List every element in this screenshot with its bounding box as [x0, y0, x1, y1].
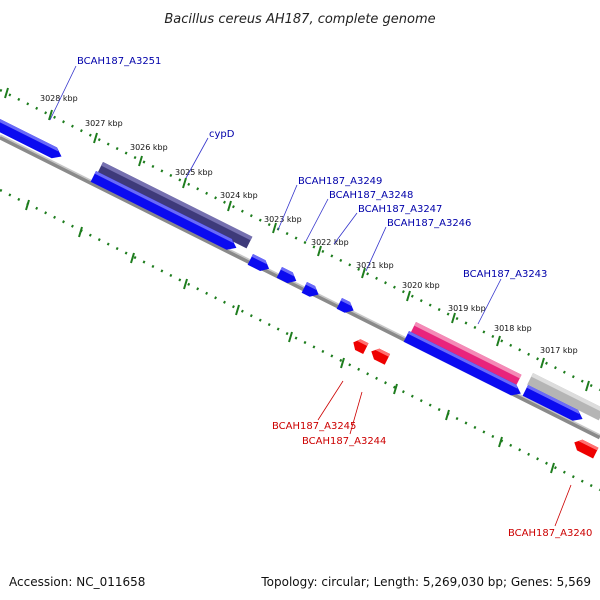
gene-label[interactable]: cypD [209, 129, 235, 140]
gene-arrow-BCAH187_A3251[interactable] [0, 118, 64, 162]
gene-arrow-forward-edge[interactable] [522, 385, 586, 424]
outer-ticks [4, 87, 590, 392]
inner-ticks [25, 199, 555, 474]
tick-label: 3027 kbp [85, 119, 123, 128]
gene-label[interactable]: BCAH187_A3249 [298, 176, 382, 187]
tick-mark [451, 312, 456, 324]
gene-label[interactable]: BCAH187_A3243 [463, 269, 547, 280]
tick-mark [138, 155, 143, 167]
tick-label: 3017 kbp [540, 346, 578, 355]
leader-line [305, 198, 329, 242]
tick-mark [48, 109, 53, 121]
leader-line [554, 484, 572, 527]
tick-mark [182, 177, 187, 189]
gene-arrow-BCAH187_A3243[interactable] [403, 331, 524, 399]
tick-mark [227, 200, 232, 212]
tick-mark [498, 436, 503, 448]
tick-mark [317, 245, 322, 257]
tick-mark [93, 132, 98, 144]
tick-label: 3022 kbp [311, 238, 349, 247]
gene-arrow-BCAH187_A3244[interactable] [369, 346, 391, 365]
gene-label[interactable]: BCAH187_A3244 [302, 436, 386, 447]
gene-arrow-BCAH187_A3249[interactable] [247, 254, 272, 274]
tick-mark [445, 409, 450, 421]
genome-summary-text: Topology: circular; Length: 5,269,030 bp… [260, 575, 591, 589]
gene-label[interactable]: BCAH187_A3245 [272, 421, 356, 432]
tick-mark [130, 252, 135, 264]
tick-label: 3028 kbp [40, 94, 78, 103]
tick-label: 3018 kbp [494, 324, 532, 333]
tick-label: 3019 kbp [448, 304, 486, 313]
leader-line [277, 184, 298, 231]
tick-label: 3026 kbp [130, 143, 168, 152]
tick-mark [540, 357, 545, 369]
tick-mark [235, 304, 240, 316]
tick-mark [550, 462, 555, 474]
leader-line [349, 391, 363, 435]
gene-arrow-BCAH187_A3240[interactable] [572, 437, 599, 459]
hit-bar-pink [410, 322, 522, 387]
gene-arrow-BCAH187_A3246[interactable] [336, 298, 357, 316]
tick-mark [496, 335, 501, 347]
tick-label: 3025 kbp [175, 168, 213, 177]
tick-mark [288, 331, 293, 343]
tick-label: 3024 kbp [220, 191, 258, 200]
gene-arrow-cypD[interactable] [90, 171, 239, 253]
outer-tick-track [0, 88, 600, 392]
leader-line [317, 380, 344, 421]
gene-labels: BCAH187_A3251 cypD BCAH187_A3249 BCAH187… [77, 56, 592, 539]
tick-mark [25, 199, 30, 211]
inner-tick-track [0, 188, 600, 492]
leader-line [185, 137, 209, 179]
leader-line [477, 278, 502, 325]
gene-label[interactable]: BCAH187_A3251 [77, 56, 161, 67]
gene-label[interactable]: BCAH187_A3248 [329, 190, 413, 201]
leader-line [49, 65, 77, 121]
leader-line [365, 226, 387, 272]
map-title: Bacillus cereus AH187, complete genome [164, 12, 435, 27]
leader-line [333, 212, 358, 245]
tick-mark [183, 278, 188, 290]
tick-labels: 3028 kbp 3027 kbp 3026 kbp 3025 kbp 3024… [40, 94, 578, 355]
accession-text: Accession: NC_011658 [9, 575, 145, 589]
hit-bar-gray [527, 373, 600, 421]
gene-arrow-BCAH187_A3245[interactable] [351, 337, 369, 354]
gene-label[interactable]: BCAH187_A3246 [387, 218, 471, 229]
tick-mark [585, 380, 590, 392]
tick-label: 3021 kbp [356, 261, 394, 270]
tick-mark [340, 357, 345, 369]
tick-mark [78, 226, 83, 238]
tick-mark [393, 383, 398, 395]
hit-bar-purple [97, 162, 253, 249]
label-leaders [49, 65, 572, 527]
tick-label: 3020 kbp [402, 281, 440, 290]
gene-label[interactable]: BCAH187_A3240 [508, 528, 592, 539]
gene-arrow-BCAH187_A3248[interactable] [276, 267, 299, 286]
gene-label[interactable]: BCAH187_A3247 [358, 204, 442, 215]
tick-mark [272, 222, 277, 234]
tick-mark [4, 87, 9, 99]
tick-mark [406, 290, 411, 302]
tick-mark [361, 267, 366, 279]
gene-arrow-BCAH187_A3247[interactable] [301, 282, 322, 300]
